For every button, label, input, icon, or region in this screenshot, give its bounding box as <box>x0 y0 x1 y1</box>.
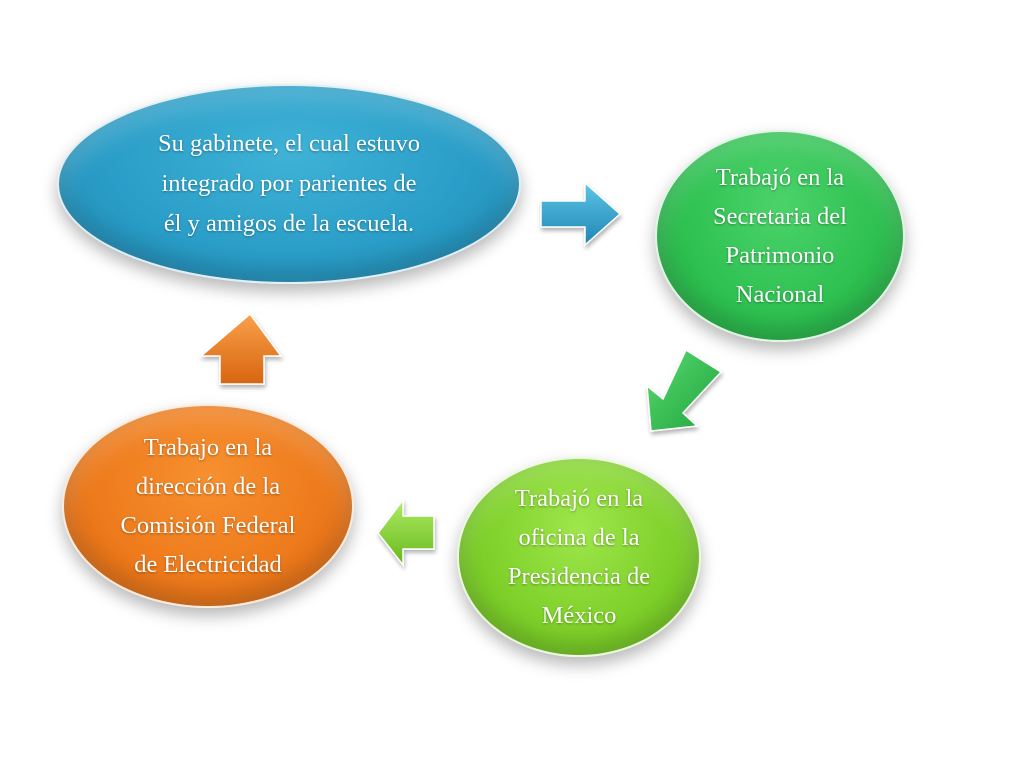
node-gabinete-text: Su gabinete, el cual estuvo integrado po… <box>158 130 420 237</box>
arrow-left-icon <box>377 497 435 568</box>
node-secretaria-text: Trabajó en la Secretaria del Patrimonio … <box>713 164 847 308</box>
node-comision: Trabajo en la dirección de la Comisión F… <box>62 404 354 608</box>
node-gabinete: Su gabinete, el cual estuvo integrado po… <box>57 84 521 284</box>
node-presidencia: Trabajó en la oficina de la Presidencia … <box>457 457 701 657</box>
arrow-up-icon <box>198 312 283 385</box>
arrow-right-icon <box>540 181 622 247</box>
node-secretaria: Trabajó en la Secretaria del Patrimonio … <box>655 130 905 342</box>
node-comision-text: Trabajo en la dirección de la Comisión F… <box>120 434 296 578</box>
node-presidencia-text: Trabajó en la oficina de la Presidencia … <box>507 485 651 629</box>
arrow-down-left-icon <box>646 348 723 432</box>
